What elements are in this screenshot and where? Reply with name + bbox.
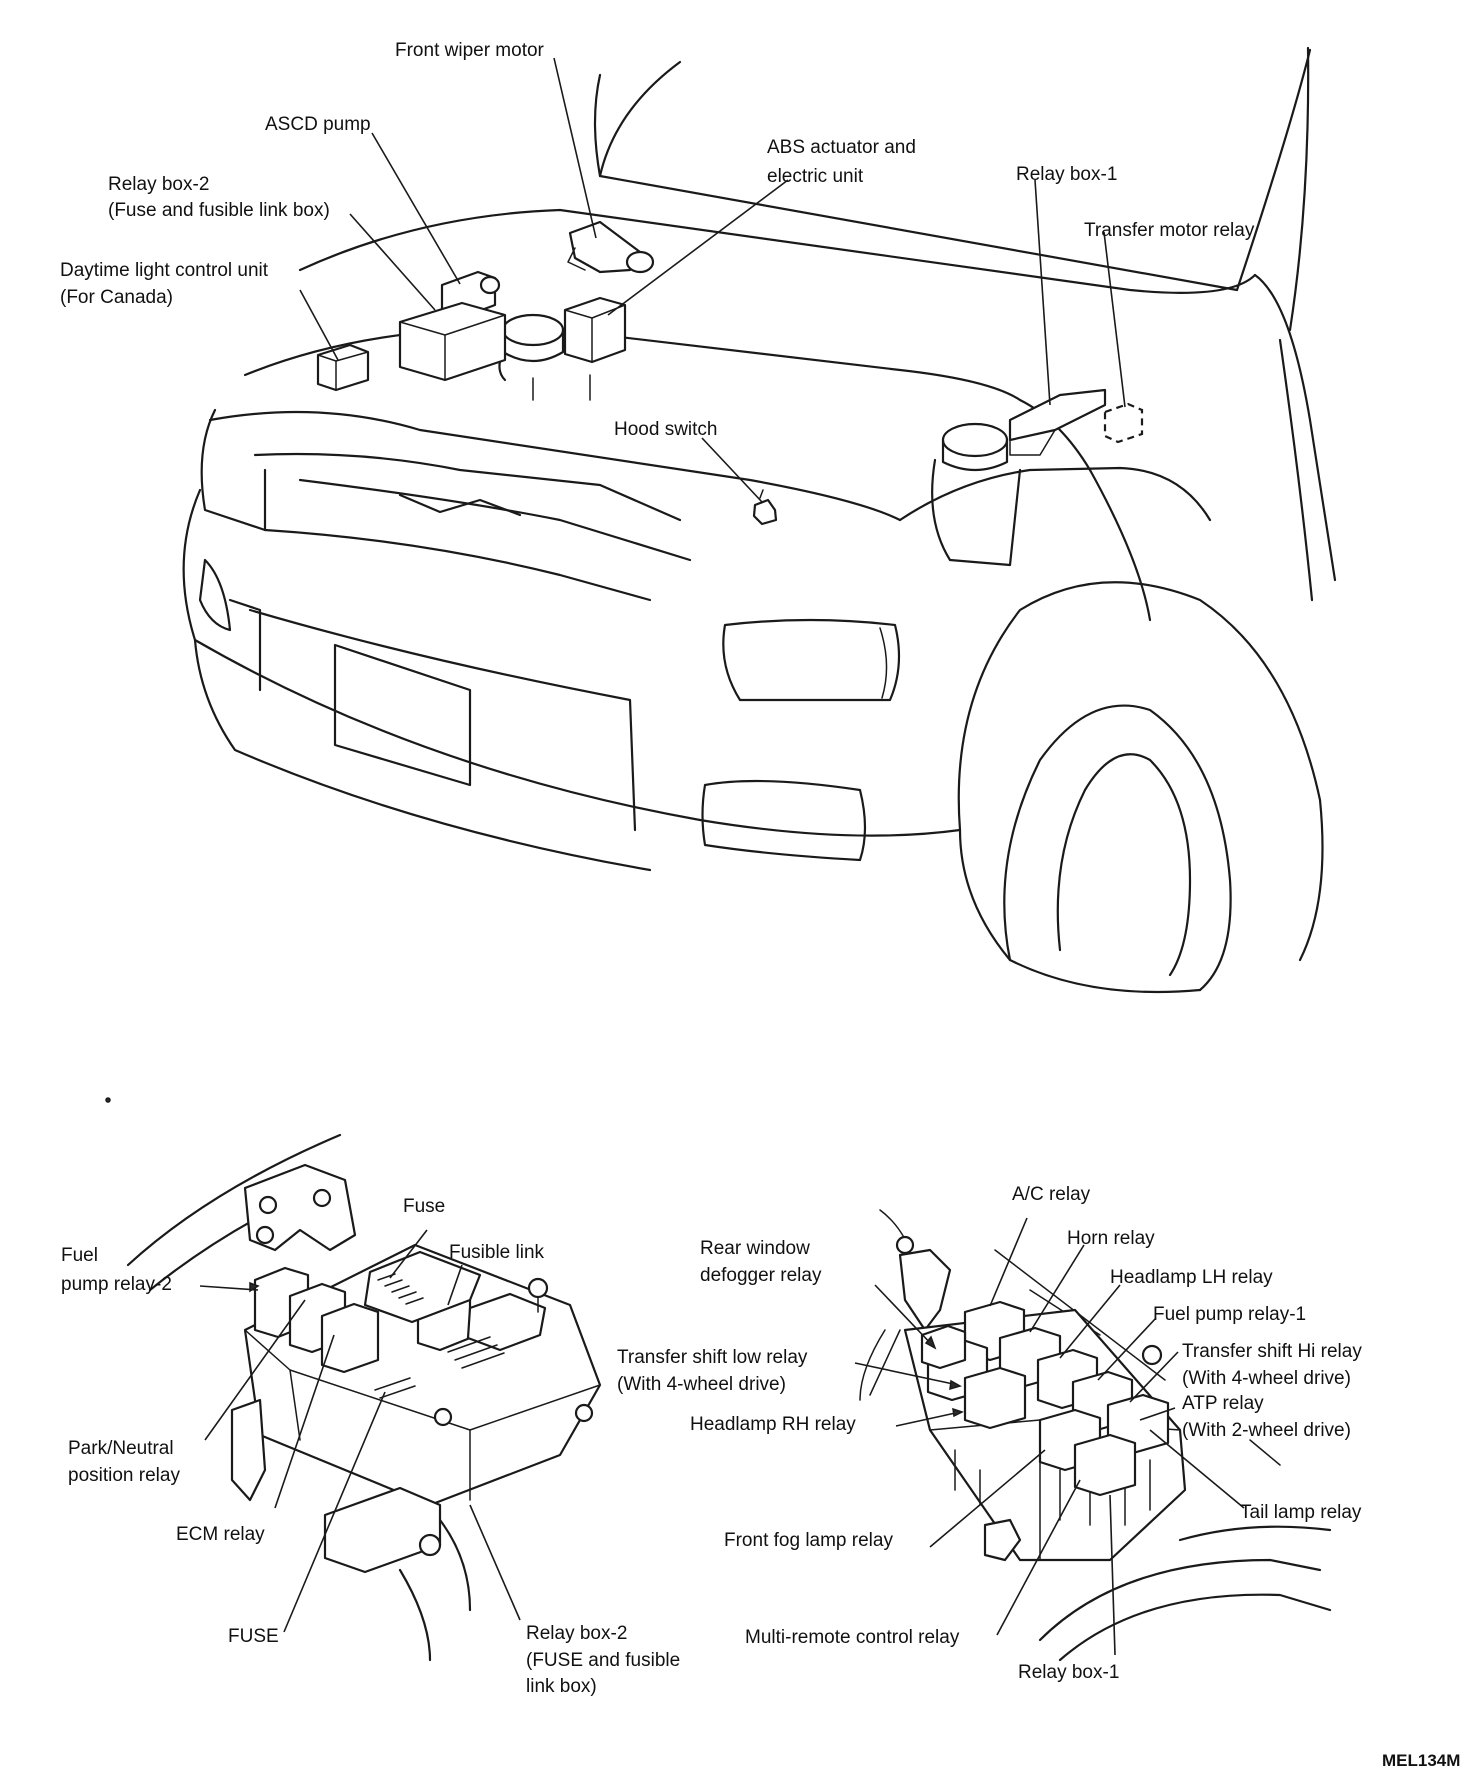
label-park-neutral-2: position relay xyxy=(68,1465,180,1486)
label-headlamp-lh-relay: Headlamp LH relay xyxy=(1110,1267,1273,1288)
top-labels: Front wiper motor ASCD pump ABS actuator… xyxy=(60,40,1255,440)
label-tail-lamp-relay: Tail lamp relay xyxy=(1240,1502,1362,1523)
label-rear-window-2: defogger relay xyxy=(700,1265,822,1286)
label-daytime-light-2: (For Canada) xyxy=(60,287,173,308)
label-transfer-hi-1: Transfer shift Hi relay xyxy=(1182,1341,1362,1362)
relay-box-2-detail-drawing xyxy=(105,1097,602,1662)
left-leader-lines xyxy=(199,1229,521,1633)
right-leader-lines xyxy=(854,1217,1245,1656)
label-relay-box-1-detail: Relay box-1 xyxy=(1018,1662,1119,1683)
label-daytime-light-1: Daytime light control unit xyxy=(60,260,269,281)
label-fuel-pump-relay2-1: Fuel xyxy=(61,1245,98,1266)
relay-box-1-detail-drawing xyxy=(859,1209,1332,1662)
left-detail-labels: Fuse Fusible link Fuel pump relay-2 Park… xyxy=(61,1196,680,1697)
label-relay-box-2-2: (Fuse and fusible link box) xyxy=(108,200,330,221)
label-fuel-pump-relay2-2: pump relay-2 xyxy=(61,1274,172,1295)
label-atp-2: (With 2-wheel drive) xyxy=(1182,1420,1351,1441)
label-park-neutral-1: Park/Neutral xyxy=(68,1438,174,1459)
label-hood-switch: Hood switch xyxy=(614,419,718,440)
label-fuse: Fuse xyxy=(403,1196,445,1217)
label-relay-box-2-detail-3: link box) xyxy=(526,1676,597,1697)
label-abs-actuator-2: electric unit xyxy=(767,166,864,187)
vehicle-front-drawing xyxy=(182,46,1337,994)
label-abs-actuator-1: ABS actuator and xyxy=(767,137,916,158)
top-leader-lines xyxy=(299,57,1126,503)
label-relay-box-1: Relay box-1 xyxy=(1016,164,1117,185)
label-front-fog-lamp-relay: Front fog lamp relay xyxy=(724,1530,893,1551)
label-multi-remote-relay: Multi-remote control relay xyxy=(745,1627,960,1648)
label-relay-box-2-1: Relay box-2 xyxy=(108,174,209,195)
right-detail-labels: A/C relay Horn relay Rear window defogge… xyxy=(617,1184,1362,1683)
label-fusible-link: Fusible link xyxy=(449,1242,545,1263)
label-headlamp-rh-relay: Headlamp RH relay xyxy=(690,1414,856,1435)
label-relay-box-2-detail-1: Relay box-2 xyxy=(526,1623,627,1644)
label-rear-window-1: Rear window xyxy=(700,1238,810,1259)
label-transfer-low-2: (With 4-wheel drive) xyxy=(617,1374,786,1395)
label-ascd-pump: ASCD pump xyxy=(265,114,371,135)
label-horn-relay: Horn relay xyxy=(1067,1228,1155,1249)
figure-code: MEL134M xyxy=(1382,1751,1460,1770)
label-atp-1: ATP relay xyxy=(1182,1393,1264,1414)
label-ac-relay: A/C relay xyxy=(1012,1184,1091,1205)
label-transfer-low-1: Transfer shift low relay xyxy=(617,1347,808,1368)
label-fuse-caps: FUSE xyxy=(228,1626,279,1647)
label-relay-box-2-detail-2: (FUSE and fusible xyxy=(526,1650,680,1671)
label-transfer-hi-2: (With 4-wheel drive) xyxy=(1182,1368,1351,1389)
label-ecm-relay: ECM relay xyxy=(176,1524,265,1545)
label-fuel-pump-relay1: Fuel pump relay-1 xyxy=(1153,1304,1306,1325)
label-front-wiper-motor: Front wiper motor xyxy=(395,40,545,61)
label-transfer-motor-relay: Transfer motor relay xyxy=(1084,220,1255,241)
